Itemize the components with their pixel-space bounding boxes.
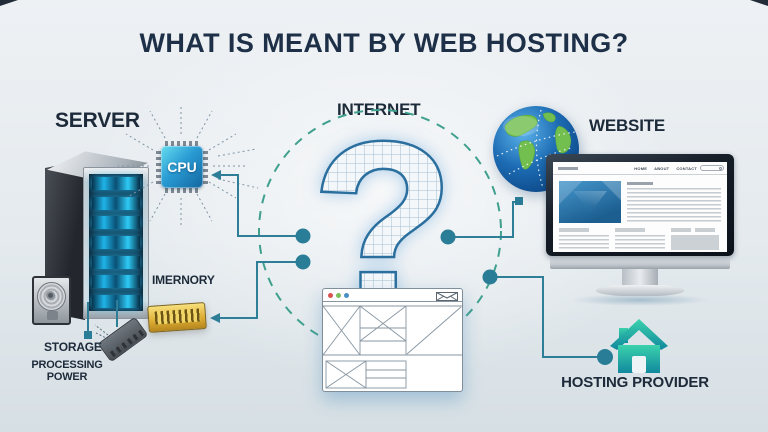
- server-front-panel: [83, 167, 149, 319]
- processing-power-label: PROCESSING POWER: [31, 359, 103, 383]
- home-icon: [610, 319, 668, 373]
- webpage-text-lines: [627, 188, 721, 222]
- monitor-icon: HOME ABOUT CONTACT: [546, 152, 734, 306]
- window-dot-blue: [344, 293, 349, 298]
- monitor-stand-base: [596, 285, 684, 296]
- server-blade: [92, 235, 140, 249]
- hdd-spindle: [46, 291, 55, 300]
- server-blade: [92, 255, 140, 269]
- monitor-bezel: HOME ABOUT CONTACT: [546, 154, 734, 256]
- cpu-pins-right: [202, 150, 208, 184]
- cpu-pins-top: [165, 141, 199, 147]
- search-icon: [719, 167, 722, 170]
- webpage-column: [615, 228, 665, 250]
- website-label: WEBSITE: [589, 116, 666, 135]
- cpu-pins-left: [156, 150, 162, 184]
- webpage-navbar: HOME ABOUT CONTACT: [553, 162, 727, 175]
- server-blade: [92, 216, 140, 230]
- server-tower-icon: [45, 150, 150, 322]
- webpage-logo: [558, 167, 578, 170]
- webpage-hero-image: [559, 181, 621, 223]
- server-blade: [92, 177, 140, 190]
- frame-corner-right: [750, 0, 768, 6]
- frame-corner-left: [0, 0, 18, 6]
- webpage-column: [671, 228, 721, 250]
- webpage-column: [559, 228, 609, 250]
- cpu-rays: [118, 104, 259, 228]
- server-blade-panel: [89, 174, 143, 311]
- arrow-to-cpu: [211, 170, 221, 180]
- webpage-image-box: [671, 234, 719, 250]
- memory-label: IMERNORY: [152, 273, 215, 287]
- hard-drive-icon: [32, 276, 71, 325]
- window-dot-red: [328, 293, 333, 298]
- wireframe-layout: [323, 305, 462, 389]
- search-box: [700, 165, 724, 171]
- webpage-heading-bar: [627, 182, 653, 185]
- server-label: SERVER: [55, 109, 140, 132]
- server-blade: [92, 275, 140, 289]
- monitor-shadow: [570, 294, 710, 306]
- elbow-connectors: [87, 174, 599, 358]
- webpage-nav-items: HOME ABOUT CONTACT: [634, 166, 697, 171]
- monitor-chin: [550, 254, 730, 269]
- page-title: WHAT IS MEANT BY WEB HOSTING?: [139, 28, 629, 58]
- hdd-arm: [47, 311, 58, 320]
- arrow-to-memory: [210, 313, 220, 323]
- hero-fold-pattern: [573, 191, 607, 213]
- browser-window: [322, 288, 463, 392]
- browser-titlebar: [323, 289, 462, 302]
- envelope-icon: [436, 292, 458, 301]
- monitor-screen: HOME ABOUT CONTACT: [553, 162, 727, 252]
- hosting-provider-label: HOSTING PROVIDER: [561, 374, 709, 391]
- cpu-pins-bottom: [165, 187, 199, 193]
- server-blade: [92, 196, 140, 210]
- nav-item-home: HOME: [634, 166, 648, 171]
- window-dot-green: [336, 293, 341, 298]
- nav-item-contact: CONTACT: [676, 166, 697, 171]
- node-dots: [84, 197, 613, 365]
- monitor-stand-neck: [622, 269, 658, 286]
- cpu-chip-body: CPU: [161, 146, 203, 188]
- cpu-chip-icon: CPU: [156, 141, 208, 193]
- nav-item-about: ABOUT: [654, 166, 670, 171]
- chip-dashes: [94, 324, 116, 349]
- storage-label: STORAGE: [44, 340, 102, 354]
